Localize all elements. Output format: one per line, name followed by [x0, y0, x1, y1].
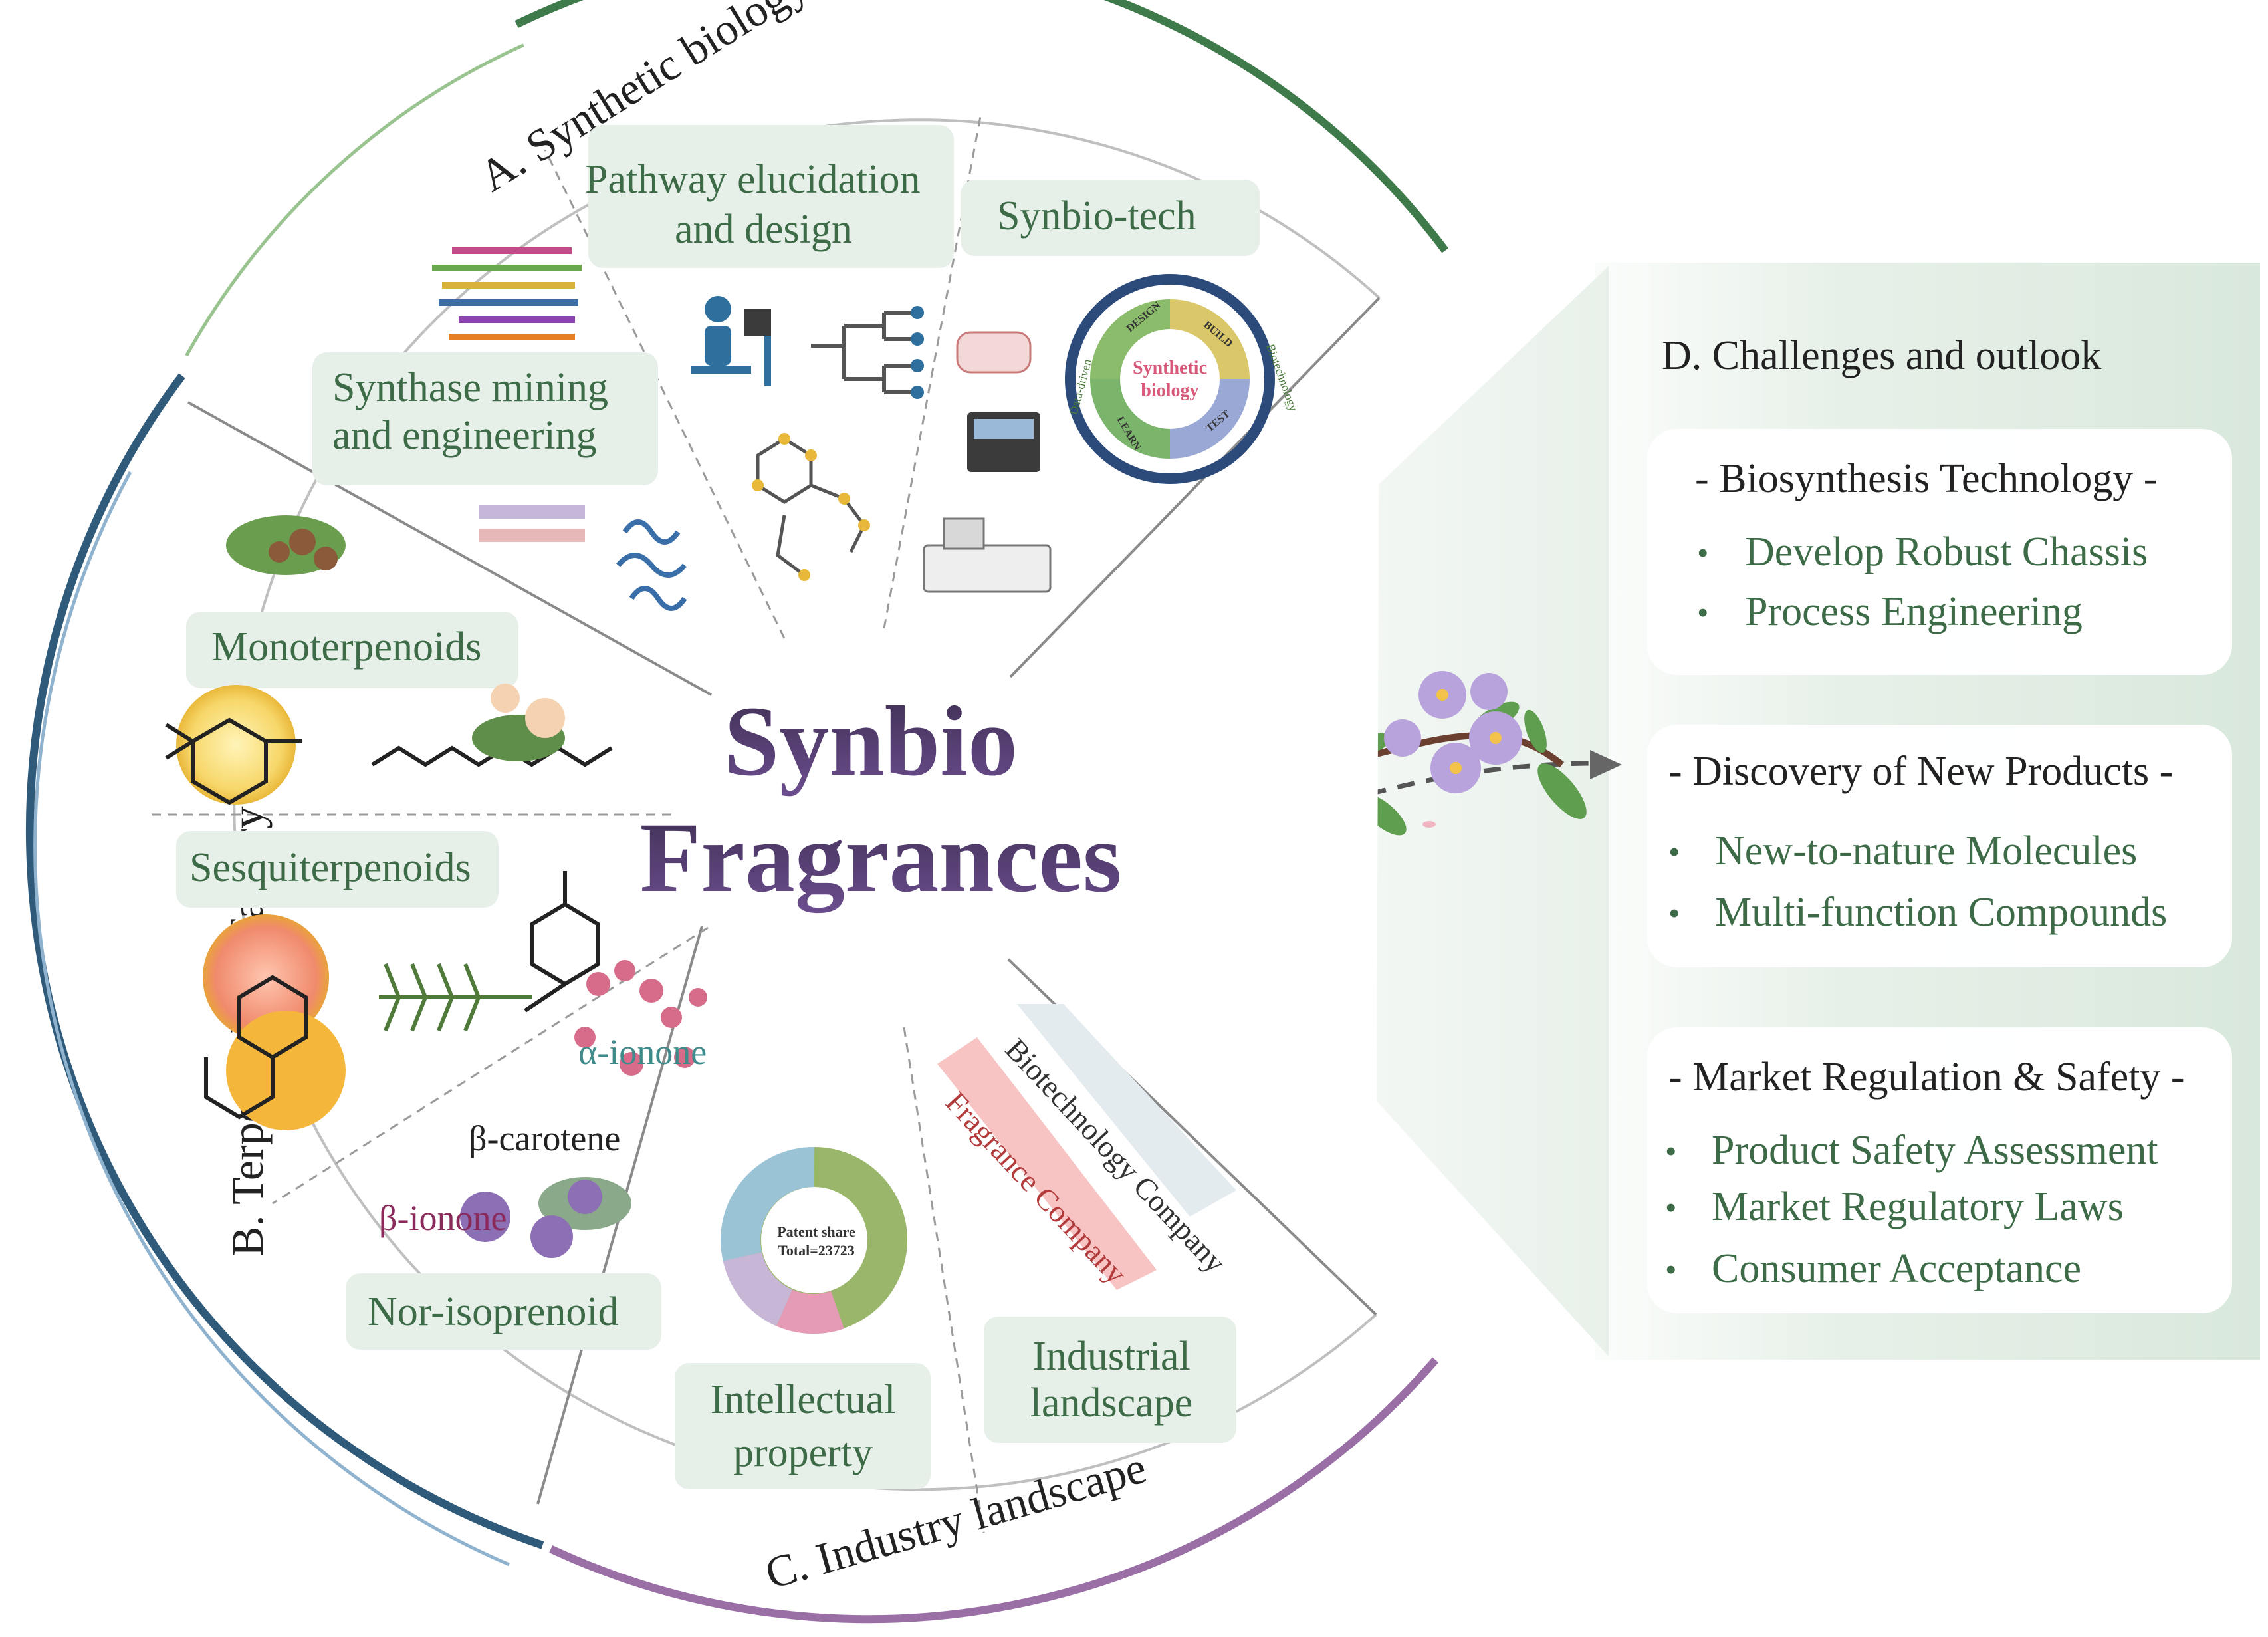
flower-illustration — [472, 684, 565, 761]
bullet-3-1: • — [1665, 1132, 1677, 1170]
molecule-nodes — [752, 433, 870, 581]
group-item-2-2: Multi-function Compounds — [1715, 890, 2167, 935]
group-heading-1: - Biosynthesis Technology - — [1695, 456, 2157, 501]
scientist-icon — [691, 296, 771, 386]
sesquiterpenoids-label-bg — [176, 831, 499, 908]
violet-flowers — [460, 1177, 631, 1258]
sesquiterpenoids-label: Sesquiterpenoids — [189, 845, 471, 890]
nor-isoprenoid-label: Nor-isoprenoid — [368, 1289, 619, 1334]
sequence-logo — [479, 505, 585, 542]
dbtl-center-line2: biology — [1141, 380, 1198, 401]
bullet-3-2: • — [1665, 1189, 1677, 1226]
ring-arc-b-thin — [33, 471, 510, 1567]
industrial-landscape-label-bg — [984, 1317, 1236, 1443]
monoterpenoids-label: Monoterpenoids — [211, 624, 481, 670]
center-title-line1: Synbio — [724, 686, 1018, 797]
pathway-label-line2: and design — [675, 207, 852, 252]
industrial-landscape-line1: Industrial — [1032, 1334, 1191, 1379]
beta-ionone-label: β-ionone — [379, 1198, 507, 1238]
phylogenetic-tree-icon — [811, 311, 917, 394]
ring-arc-c — [549, 1357, 1439, 1624]
challenge-card-3 — [1647, 1027, 2232, 1313]
group-heading-3: - Market Regulation & Safety - — [1668, 1055, 2185, 1100]
challenges-panel: D. Challenges and outlook - Biosynthesis… — [1077, 263, 2260, 1360]
lab-instruments — [923, 331, 1052, 593]
challenge-card-1 — [1647, 429, 2232, 675]
challenge-card-2 — [1647, 725, 2232, 967]
center-title: Synbio Fragrances — [640, 686, 1122, 913]
berry-cluster — [574, 960, 707, 1076]
section-b: Monoterpenoids Sesquiterpenoids — [165, 515, 707, 1350]
donut-label-line2: Total=23723 — [778, 1242, 855, 1259]
panel-title: D. Challenges and outlook — [1662, 333, 2101, 378]
donut-label-line1: Patent share — [777, 1223, 855, 1240]
wheel: A. Synthetic biology×Terpenoid fragrance… — [25, 0, 1449, 1624]
alpha-ionone-label: α-ionone — [578, 1032, 707, 1072]
nootkatone-structure — [204, 975, 308, 1120]
ring-arc-a-thin — [185, 43, 524, 357]
intellectual-property-label-bg — [675, 1363, 931, 1489]
center-title-line2: Fragrances — [640, 803, 1122, 913]
beta-carotene-label: β-carotene — [469, 1118, 620, 1158]
group-item-3-2: Market Regulatory Laws — [1712, 1184, 2124, 1229]
pathway-label-bg — [588, 125, 954, 268]
pine-branch — [379, 963, 532, 1032]
monoterpenoids-label-bg — [186, 612, 518, 688]
group-item-2-1: New-to-nature Molecules — [1715, 828, 2137, 874]
purple-flower-centers — [1436, 689, 1502, 774]
bullet-3-3: • — [1665, 1251, 1677, 1288]
grapefruit-illustration — [203, 914, 346, 1130]
synthase-label-bg — [312, 352, 658, 485]
bullet-2-2: • — [1668, 894, 1680, 932]
section-c: Patent share Total=23723 Intellectual pr… — [675, 1004, 1236, 1489]
section-a: Synthase mining and engineering Pathway … — [312, 125, 1300, 611]
synbio-tech-label: Synbio-tech — [997, 193, 1196, 239]
company-timeline-ribbons — [937, 1004, 1236, 1290]
tree-nodes — [911, 306, 924, 399]
pine-cone-illustration — [226, 515, 346, 575]
intellectual-property-line2: property — [733, 1430, 873, 1475]
group-item-3-3: Consumer Acceptance — [1712, 1246, 2081, 1291]
industrial-landscape-line2: landscape — [1030, 1380, 1192, 1426]
bullet-1-1: • — [1697, 534, 1709, 571]
group-heading-2: - Discovery of New Products - — [1668, 749, 2173, 794]
intellectual-property-line1: Intellectual — [711, 1377, 896, 1422]
protein-structure — [616, 519, 687, 611]
synbio-tech-label-bg — [961, 180, 1260, 256]
synthase-label-line1: Synthase mining — [332, 365, 608, 410]
group-item-1-2: Process Engineering — [1745, 589, 2083, 634]
limonene-structure — [165, 717, 302, 805]
arrow-head — [1590, 750, 1622, 779]
bisabolene-structure — [524, 871, 600, 1013]
bullet-2-1: • — [1668, 833, 1680, 870]
group-item-3-1: Product Safety Assessment — [1712, 1128, 2158, 1173]
pathway-label-line1: Pathway elucidation — [585, 157, 920, 202]
nor-isoprenoid-label-bg — [346, 1273, 661, 1350]
ring-arc-a — [514, 0, 1449, 253]
patent-donut-chart: Patent share Total=23723 — [721, 1146, 907, 1334]
group-item-1-1: Develop Robust Chassis — [1745, 529, 2148, 574]
dbtl-center-line1: Synthetic — [1133, 358, 1207, 378]
synthase-gene-clusters — [432, 247, 582, 340]
bullet-1-2: • — [1697, 594, 1709, 631]
synthase-label-line2: and engineering — [332, 413, 597, 458]
